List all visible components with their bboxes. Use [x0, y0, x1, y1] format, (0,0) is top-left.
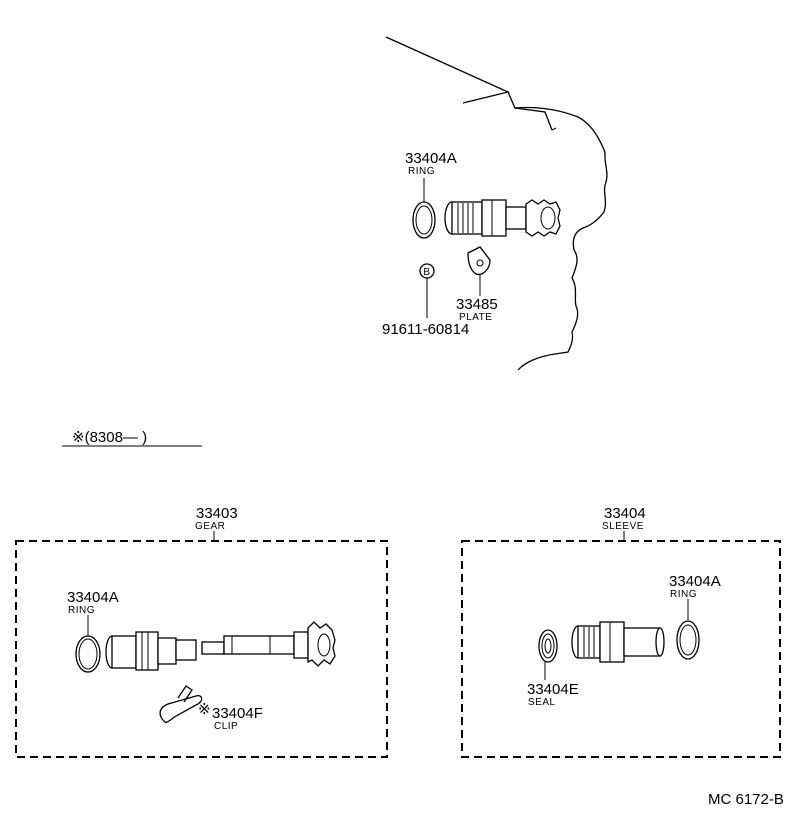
gear-ring-label: RING: [68, 605, 95, 616]
clip-number: 33404F: [212, 705, 263, 722]
sleeve-body[interactable]: [571, 621, 665, 663]
gear-sleeve[interactable]: [105, 631, 197, 671]
sleeve-ring[interactable]: [676, 620, 700, 660]
clip-mark: ※: [198, 701, 211, 718]
gear-ring[interactable]: [75, 635, 101, 673]
top-plate-label: PLATE: [459, 312, 492, 323]
drawing-code: MC 6172-B: [708, 791, 784, 808]
gear-ring-number: 33404A: [67, 589, 119, 606]
sleeve-seal-number: 33404E: [527, 681, 579, 698]
transmission-housing: [385, 36, 608, 371]
top-gear-sleeve-assembly[interactable]: [444, 199, 561, 237]
bolt-symbol-letter: B: [423, 267, 430, 278]
top-plate[interactable]: [467, 246, 491, 276]
top-ring-number: 33404A: [405, 150, 457, 167]
top-plate-number: 33485: [456, 296, 498, 313]
clip-label: CLIP: [214, 721, 238, 732]
top-ring-label: RING: [408, 166, 435, 177]
gear-box-label: GEAR: [195, 521, 225, 532]
gear-clip[interactable]: [159, 685, 203, 724]
gear-shaft[interactable]: [201, 621, 336, 667]
top-bolt-symbol[interactable]: B: [419, 263, 435, 279]
gear-box-number: 33403: [196, 505, 238, 522]
sleeve-seal[interactable]: [538, 629, 558, 663]
top-ring[interactable]: [412, 201, 436, 239]
sleeve-ring-number: 33404A: [669, 573, 721, 590]
sleeve-seal-label: SEAL: [528, 697, 556, 708]
date-note: ※(8308— ): [72, 429, 147, 446]
sleeve-ring-label: RING: [670, 589, 697, 600]
gear-box-frame: [15, 540, 388, 758]
top-bolt-number: 91611-60814: [382, 321, 469, 338]
sleeve-box-frame: [461, 540, 781, 758]
sleeve-box-number: 33404: [604, 505, 646, 522]
sleeve-box-label: SLEEVE: [602, 521, 644, 532]
